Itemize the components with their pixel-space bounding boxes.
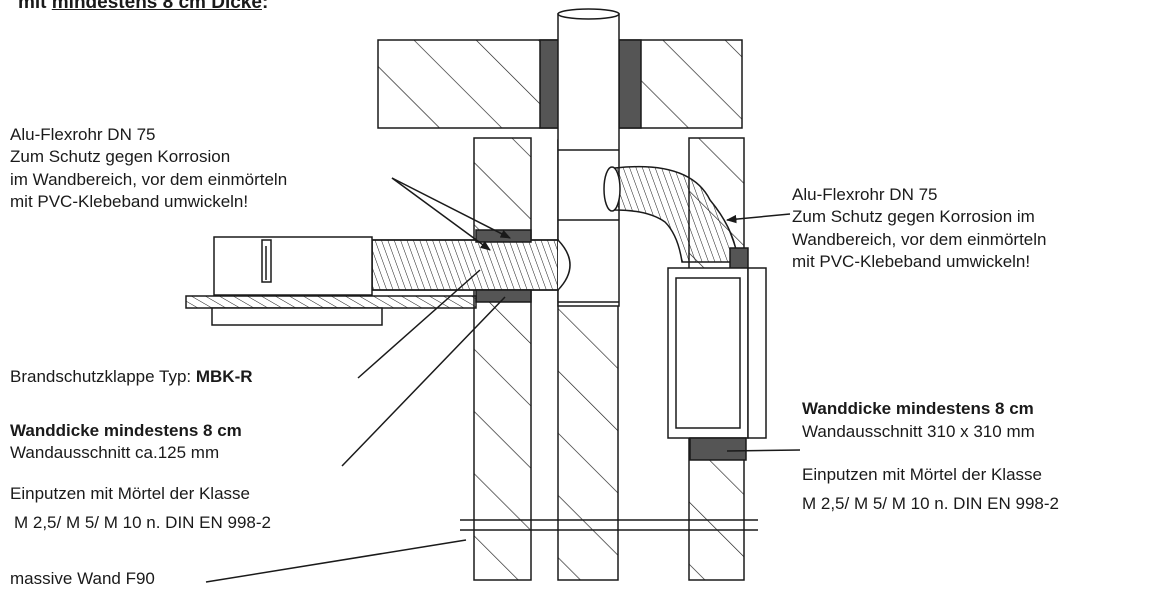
wall-left-mortar-2: M 2,5/ M 5/ M 10 n. DIN EN 998-2 — [14, 513, 271, 532]
leader-wall-left — [341, 296, 506, 467]
damper-type: MBK-R — [195, 367, 253, 386]
fire-damper-left — [185, 236, 477, 326]
damper-label: Brandschutzklappe Typ: MBK-R — [10, 366, 253, 387]
floor-lines — [460, 519, 758, 531]
damper-prefix: Brandschutzklappe Typ: — [10, 367, 196, 386]
leader-flex-left — [391, 177, 511, 239]
header-suffix: : — [261, 0, 269, 13]
ceiling-mortar-right — [618, 39, 642, 129]
flex-left-line-2: im Wandbereich, vor dem einmörteln — [10, 170, 288, 189]
left-mortar-top — [475, 229, 532, 243]
left-mortar-bottom — [475, 289, 532, 303]
flex-right-line-3: mit PVC-Klebeband umwickeln! — [792, 252, 1031, 271]
flex-right-title: Alu-Flexrohr DN 75 — [792, 185, 938, 204]
massive-wall-label: massive Wand F90 — [10, 569, 155, 588]
leader-massive-wall — [205, 539, 467, 583]
flex-right-line-2: Wandbereich, vor dem einmörteln — [792, 230, 1047, 249]
wall-right-mortar-2: M 2,5/ M 5/ M 10 n. DIN EN 998-2 — [802, 494, 1059, 513]
wall-left-title: Wanddicke mindestens 8 cm — [10, 421, 242, 440]
left-flex-duct — [371, 239, 571, 291]
flex-left-line-3: mit PVC-Klebeband umwickeln! — [10, 192, 249, 211]
wall-right-mortar-1: Einputzen mit Mörtel der Klasse — [802, 465, 1042, 484]
leader-flex-right — [725, 213, 791, 224]
header-prefix: mit — [18, 0, 52, 13]
leader-flex-left-2 — [391, 177, 491, 251]
wall-left-mortar-1: Einputzen mit Mörtel der Klasse — [10, 484, 250, 503]
flex-right-line-1: Zum Schutz gegen Korrosion im — [792, 207, 1035, 226]
leader-wall-right — [726, 449, 801, 452]
wall-right-title: Wanddicke mindestens 8 cm — [802, 399, 1034, 418]
wall-right-cutout: Wandausschnitt 310 x 310 mm — [802, 422, 1035, 441]
flex-left-line-1: Zum Schutz gegen Korrosion — [10, 147, 231, 166]
flex-left-title: Alu-Flexrohr DN 75 — [10, 125, 156, 144]
header-caption: mit mindestens 8 cm Dicke: — [18, 0, 268, 13]
header-underlined: mindestens 8 cm Dicke — [51, 0, 262, 13]
ceiling-mortar-left — [539, 39, 561, 129]
left-wall — [473, 137, 532, 581]
wall-left-cutout: Wandausschnitt ca.125 mm — [10, 443, 220, 462]
leader-damper — [357, 269, 481, 379]
fire-damper-right — [667, 247, 767, 461]
